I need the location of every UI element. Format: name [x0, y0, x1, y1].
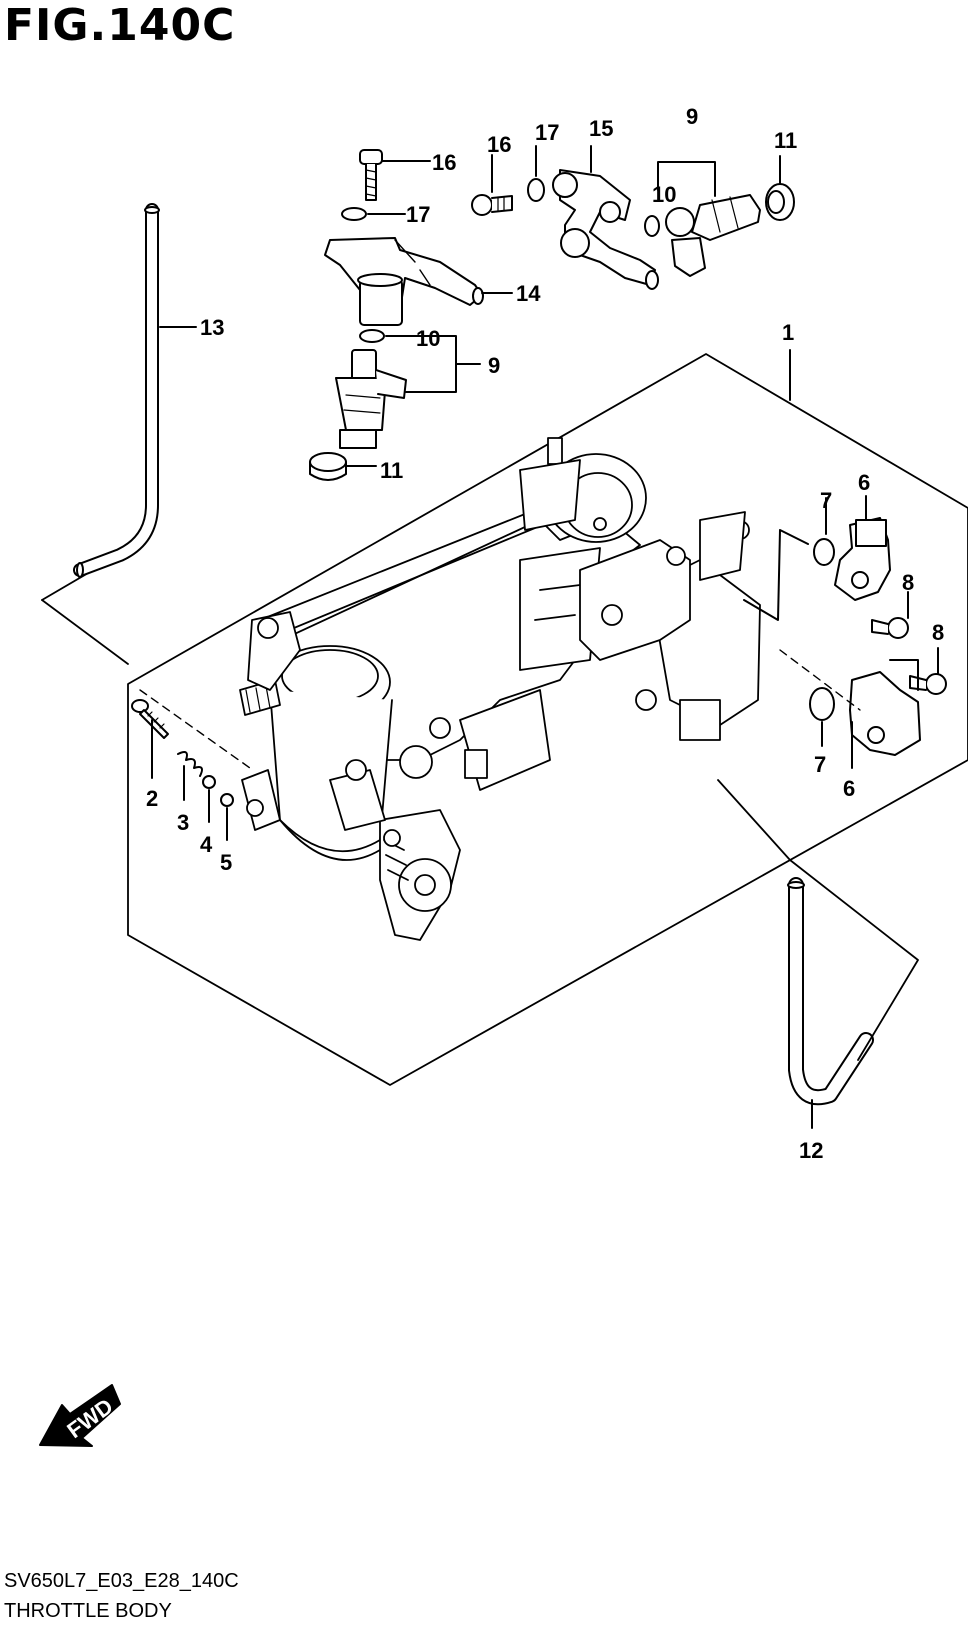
callout-3: 3 — [177, 810, 189, 835]
callout-17-right: 17 — [535, 120, 559, 145]
hose-13 — [73, 203, 160, 578]
delivery-pipe-14 — [324, 237, 484, 326]
callout-7-top: 7 — [820, 488, 832, 513]
delivery-pipe-15 — [552, 169, 659, 290]
bolt-8-top — [871, 617, 909, 639]
washer-10-right — [644, 215, 660, 237]
bolt-16-left — [359, 149, 383, 201]
callout-4: 4 — [200, 832, 213, 857]
callout-15: 15 — [589, 116, 613, 141]
callout-17-left: 17 — [406, 202, 430, 227]
callout-9-right: 9 — [686, 104, 698, 129]
washer-4 — [202, 775, 216, 789]
o-ring-7-bottom — [809, 687, 835, 721]
throttle-body — [239, 437, 761, 941]
bolt-16-right — [471, 194, 513, 216]
callout-6-top: 6 — [858, 470, 870, 495]
callout-11-left: 11 — [380, 458, 403, 483]
washer-17-right — [527, 178, 545, 202]
callout-16-left: 16 — [432, 150, 456, 175]
bolt-8-bottom — [909, 673, 947, 695]
figure-name: THROTTLE BODY — [4, 1600, 172, 1622]
callout-8-bottom: 8 — [932, 620, 944, 645]
washer-10-left — [359, 329, 385, 343]
injector-9-right — [665, 194, 761, 277]
seal-11-left — [309, 452, 347, 481]
o-ring-7-top — [813, 538, 835, 566]
seal-11-right — [765, 183, 795, 221]
fwd-arrow-icon — [39, 1384, 121, 1447]
washer-17-left — [341, 207, 367, 221]
callout-9-left: 9 — [488, 353, 500, 378]
callout-10-right: 10 — [652, 182, 676, 207]
callout-11-right: 11 — [774, 128, 797, 153]
callout-7-bottom: 7 — [814, 752, 826, 777]
callout-5: 5 — [220, 850, 232, 875]
washer-5 — [220, 793, 234, 807]
callout-10-left: 10 — [416, 326, 440, 351]
callout-13: 13 — [200, 315, 224, 340]
assembly-outline-left — [41, 599, 129, 665]
spring-3 — [177, 751, 203, 777]
callout-8-top: 8 — [902, 570, 914, 595]
injector-9-left — [335, 349, 407, 449]
callout-12: 12 — [799, 1138, 823, 1163]
callout-14: 14 — [516, 281, 541, 306]
figure-code: SV650L7_E03_E28_140C — [4, 1570, 239, 1592]
screw-2 — [131, 699, 169, 739]
figure-title: FIG.140C — [4, 0, 236, 51]
callout-16-right: 16 — [487, 132, 511, 157]
hose-12 — [787, 877, 874, 1106]
callout-2: 2 — [146, 786, 158, 811]
callout-6-bottom: 6 — [843, 776, 855, 801]
callout-1: 1 — [782, 320, 794, 345]
assembly-outline — [127, 353, 968, 1086]
sensor-6-top — [834, 517, 891, 601]
